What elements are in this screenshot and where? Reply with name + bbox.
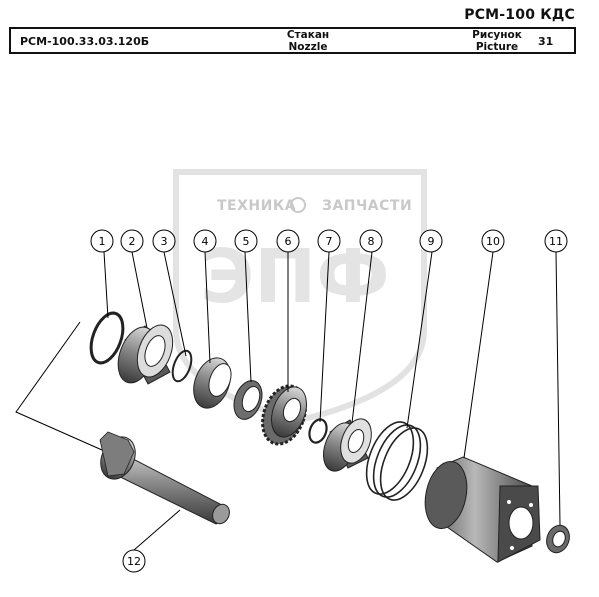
title-block: РСМ-100.33.03.120Б Стакан Nozzle Рисунок… — [9, 27, 576, 54]
picture-label-en: Picture — [475, 41, 519, 53]
part-name-ru: Стакан — [286, 29, 330, 41]
callout-5: 5 — [234, 229, 258, 253]
part-10-housing — [424, 456, 541, 563]
callout-10: 10 — [481, 229, 505, 253]
callout-3: 3 — [152, 229, 176, 253]
callout-8: 8 — [359, 229, 383, 253]
part-5-ring — [233, 380, 263, 420]
callout-4-label: 4 — [202, 235, 209, 248]
watermark-text-left: ТЕХНИКА — [217, 198, 296, 214]
part-9-spring — [365, 421, 429, 501]
part-6-gear — [261, 384, 307, 446]
callout-6-label: 6 — [285, 235, 292, 248]
callout-8-label: 8 — [368, 235, 375, 248]
part-11-ring — [546, 524, 570, 554]
callout-12-label: 12 — [127, 555, 141, 568]
callout-9: 9 — [419, 229, 443, 253]
callout-1-label: 1 — [99, 235, 106, 248]
picture-label: Рисунок Picture — [467, 29, 527, 53]
part-4-bushing — [193, 357, 232, 409]
callout-6: 6 — [276, 229, 300, 253]
callout-1: 1 — [90, 229, 114, 253]
callouts: 1 2 3 4 5 6 7 8 9 10 11 12 — [90, 229, 568, 573]
part-1-ring — [89, 311, 125, 365]
part-code: РСМ-100.33.03.120Б — [20, 35, 150, 48]
part-12-shaft — [99, 431, 230, 525]
part-name-en: Nozzle — [288, 41, 328, 53]
callout-12: 12 — [122, 549, 146, 573]
callout-2: 2 — [120, 229, 144, 253]
watermark-gear-icon — [290, 197, 306, 213]
model-title: РСМ-100 КДС — [464, 7, 575, 23]
part-8-bearing — [323, 418, 372, 472]
callout-5-label: 5 — [243, 235, 250, 248]
callout-3-label: 3 — [161, 235, 168, 248]
callout-10-label: 10 — [486, 235, 500, 248]
callout-4: 4 — [193, 229, 217, 253]
callout-9-label: 9 — [428, 235, 435, 248]
callout-11: 11 — [544, 229, 568, 253]
part-3-ring — [171, 349, 193, 383]
callout-11-label: 11 — [549, 235, 563, 248]
callout-2-label: 2 — [129, 235, 136, 248]
part-name: Стакан Nozzle — [273, 29, 343, 53]
callout-7-label: 7 — [326, 235, 333, 248]
part-2-bearing — [117, 324, 174, 385]
picture-label-ru: Рисунок — [472, 29, 522, 41]
part-7-ring — [308, 418, 328, 444]
watermark-text-right: ЗАПЧАСТИ — [322, 198, 412, 214]
leader-lines — [15, 251, 561, 551]
picture-number: 31 — [538, 35, 554, 48]
callout-7: 7 — [317, 229, 341, 253]
